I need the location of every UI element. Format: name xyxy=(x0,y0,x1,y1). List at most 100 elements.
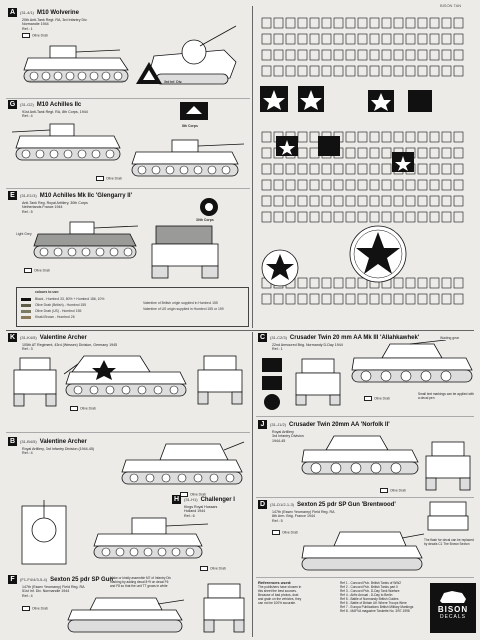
panel-k-tank-side-view xyxy=(64,355,187,397)
panel-code: (31-C2/3) xyxy=(270,335,287,340)
panel-name: Sexton 25 pdr SP Gun 'Brentwood' xyxy=(297,501,396,508)
panel-c-tank-side-view xyxy=(351,340,473,383)
colour-label: Olive Drab xyxy=(380,488,406,493)
panel-k-tank-front-view xyxy=(13,357,57,407)
references-left: References used: The publishers have cho… xyxy=(258,580,338,606)
panel-k-meta: 105th AT Regiment, 43rd (Wessex) Divisio… xyxy=(22,343,162,352)
emblem-caption: 8th Corps xyxy=(182,124,198,128)
reference-line: Ref 7 - Europa Publications British Mili… xyxy=(340,605,414,609)
meta-line: 22nd Armoured Brig. Normandy D-Day 1944 xyxy=(272,343,343,347)
meta-line: Ref.: 1 xyxy=(22,26,33,31)
divider xyxy=(256,497,474,498)
colour-label: Olive Drab xyxy=(22,606,48,611)
panel-a-division-emblem xyxy=(136,62,162,84)
panel-g-tank-side-view xyxy=(12,123,121,161)
panel-letter: K xyxy=(8,333,17,342)
panel-c-title: C (31-C2/3) Crusader Twin 20 mm AA Mk II… xyxy=(258,333,419,342)
reference-line: and grain on the vehicles, they xyxy=(258,597,302,601)
reference-line: this sheet the best sources. xyxy=(258,589,297,593)
meta-line: Anti-Tank Reg. Royal Artillery, 30th Cor… xyxy=(22,201,88,205)
panel-h-tank-top-view xyxy=(21,500,67,565)
meta-line: 51st Inf. Div. Normandie 1944 xyxy=(22,589,70,594)
colour-label: Olive Drab xyxy=(70,406,96,411)
panel-c-emblems xyxy=(262,358,282,410)
panel-code: (31-H1) xyxy=(184,497,198,502)
meta-line: 147th (Essex Yeomanry) Field Reg. RA xyxy=(22,585,85,589)
panel-letter: D xyxy=(258,500,267,509)
panel-name: Crusader Twin 20mm AA 'Norfolk II' xyxy=(289,421,390,428)
colour-item: Olive Drab (British) - Humbrol 155 xyxy=(35,303,87,307)
panel-name: Crusader Twin 20 mm AA Mk III 'Allahkawh… xyxy=(289,334,420,341)
meta-line: Ref.: 6 xyxy=(184,513,195,518)
colour-label: Olive Drab xyxy=(24,268,50,273)
panel-d-meta: 147th (Essex Yeomanry) Field Reg. RA 8th… xyxy=(272,510,362,523)
panel-code: (31-J1/2) xyxy=(270,422,287,427)
panel-h-meta: Kings Royal Hussars Holland 1944 Ref.: 6 xyxy=(184,505,250,518)
panel-f-meta: 147th (Essex Yeomanry) Field Reg. RA 51s… xyxy=(22,585,132,598)
emblem-caption: 3rd Inf. Div. xyxy=(164,80,183,84)
meta-line: Ref.: 1 xyxy=(272,347,283,352)
panel-letter: B xyxy=(8,437,17,446)
panel-code: (F1-F4/4/3-5-4) xyxy=(20,577,48,582)
colour-label: Olive Drab xyxy=(22,33,48,38)
panel-k-tank-rear-view xyxy=(197,355,243,405)
panel-code: (31-4/1) xyxy=(20,10,35,15)
meta-line: 91st Anti-Tank Regt. RA, 8th Corps, 1944 xyxy=(22,110,88,114)
colour-label: Olive Drab xyxy=(364,396,390,401)
colour-item: Olive Drab (US) - Humbrol 155 xyxy=(35,309,82,313)
meta-line: Ref.: 5 xyxy=(22,209,33,214)
meta-line: 3rd Infantry Division xyxy=(272,434,304,439)
reference-line: Ref 6 - Battle of Britain UK Where Troop… xyxy=(340,601,407,605)
panel-a-tank-top-view xyxy=(149,25,237,85)
logo-text: BISON xyxy=(437,605,469,614)
panel-name: Challenger I xyxy=(200,496,235,503)
panel-letter: F xyxy=(8,575,17,584)
divider xyxy=(252,332,253,637)
meta-line: Netherlands France 1944 xyxy=(22,205,63,210)
reference-line: Ref 8 - MAFVA magazine Tankette No. 3/97… xyxy=(340,609,410,613)
panel-name: M10 Achilles Mk IIc 'Glengarry II' xyxy=(39,192,133,199)
panel-code: (31-G2) xyxy=(20,102,34,107)
meta-line: 1944-45 xyxy=(272,438,286,443)
sexton-instruction: Make or kindly assemble M7 of Infantry D… xyxy=(110,576,171,588)
divider xyxy=(6,432,250,433)
panel-code: (31-D1/2-1-3) xyxy=(270,502,295,507)
reference-line: can not be 100% accurate. xyxy=(258,601,296,605)
panel-code: (31-B4/5) xyxy=(20,439,37,444)
meta-line: Ref.: 5 xyxy=(272,518,283,523)
panel-a-tank-side-view xyxy=(23,45,129,83)
colours-legend: colours to use: Black - Humbrol 33, 80% … xyxy=(16,287,249,327)
meta-line: 20th Anti-Tank Regt. RA, 3rd Infantry Di… xyxy=(22,18,88,22)
reference-line: The publishers have chosen in xyxy=(258,585,302,589)
panel-letter: H xyxy=(172,495,181,504)
bison-decals-logo: BISON DECALS xyxy=(430,583,476,633)
meta-line: Royal Artillery xyxy=(272,430,294,434)
meta-line: Ref.: 4 xyxy=(22,593,33,598)
reference-line: Ref 1 - Concord Pub. British Tanks of WW… xyxy=(340,581,402,585)
panel-d-tank-side-view xyxy=(301,531,425,571)
meta-line: Ref.: 4 xyxy=(22,114,33,119)
panel-name: M10 Wolverine xyxy=(37,9,79,16)
panel-g-corps-emblem xyxy=(180,102,208,120)
meta-line: 8th Arm. Brig. France 1944 xyxy=(272,514,315,519)
panel-code: (31-K4/5) xyxy=(20,335,37,340)
sheet-code: BISON TAN xyxy=(440,3,462,8)
panel-j-tank-rear-view xyxy=(425,441,471,491)
references-title: References used: xyxy=(258,580,292,585)
panel-g-meta: 91st Anti-Tank Regt. RA, 8th Corps, 1944… xyxy=(22,110,142,119)
panel-f-tank-front-view xyxy=(203,583,245,633)
panel-b-tank-side-view xyxy=(121,441,245,485)
panel-e-title: E (31-E1/3) M10 Achilles Mk IIc 'Glengar… xyxy=(8,191,132,200)
divider xyxy=(256,577,474,578)
panel-letter: G xyxy=(8,100,17,109)
references-right: Ref 1 - Concord Pub. British Tanks of WW… xyxy=(340,581,428,613)
colour-label: Olive Drab xyxy=(200,566,226,571)
panel-f-tank-side-view xyxy=(67,597,185,633)
panel-letter: C xyxy=(258,333,267,342)
colours-title: colours to use: xyxy=(35,290,60,294)
panel-letter: J xyxy=(258,420,267,429)
meta-line: 105th AT Regiment, 43rd (Wessex) Divisio… xyxy=(22,343,118,347)
bison-icon xyxy=(440,591,466,603)
colour-note: Valentine of British origin supplied in … xyxy=(143,301,218,305)
